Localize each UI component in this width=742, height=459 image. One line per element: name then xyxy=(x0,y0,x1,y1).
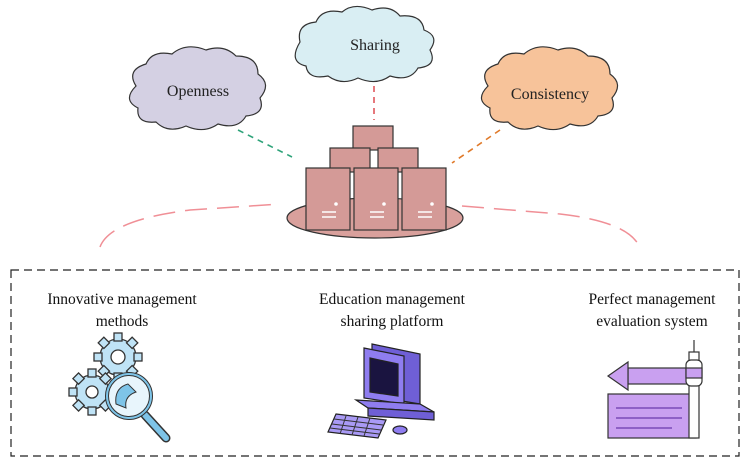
document-icon xyxy=(607,393,697,439)
cloud-openness: Openness xyxy=(128,46,267,131)
server-stack-icon xyxy=(286,125,464,239)
feature-evaluation-line2: evaluation system xyxy=(596,313,708,330)
cloud-sharing: Sharing xyxy=(294,5,435,83)
feature-education-line1: Education management xyxy=(319,291,466,308)
server-tower-right xyxy=(401,167,447,231)
cloud-consistency: Consistency xyxy=(480,46,619,131)
cloud-openness-shape xyxy=(128,46,267,131)
cloud-sharing-shape xyxy=(294,5,435,83)
server-tower-left xyxy=(305,167,351,231)
magnifier-icon xyxy=(105,372,171,443)
keyboard-icon xyxy=(327,413,387,439)
evaluation-pen-icon xyxy=(606,340,703,439)
cloud-openness-label: Openness xyxy=(167,83,229,100)
gear-magnifier-icon xyxy=(68,332,171,443)
openness-connector xyxy=(237,129,293,158)
feature-evaluation-line1: Perfect management xyxy=(589,291,717,308)
feature-innovative-line1: Innovative management xyxy=(47,291,197,308)
gear-top-icon xyxy=(93,332,143,382)
server-top xyxy=(352,125,394,151)
cloud-consistency-shape xyxy=(480,46,619,131)
cloud-sharing-label: Sharing xyxy=(350,37,400,54)
mouse-icon xyxy=(392,425,408,435)
feature-education-line2: sharing platform xyxy=(341,313,444,330)
pen-icon xyxy=(685,340,703,439)
dashed-arc xyxy=(99,203,641,249)
consistency-connector xyxy=(451,129,501,164)
cloud-consistency-label: Consistency xyxy=(511,86,589,103)
arrow-left-icon xyxy=(606,360,689,392)
computer-icon xyxy=(327,343,435,439)
features-dashed-box xyxy=(10,269,740,457)
monitor-screen xyxy=(369,357,399,397)
server-tower-middle xyxy=(353,167,399,231)
gear-left-icon xyxy=(68,368,116,416)
feature-innovative-line2: methods xyxy=(96,313,149,330)
computer-case xyxy=(367,407,435,421)
